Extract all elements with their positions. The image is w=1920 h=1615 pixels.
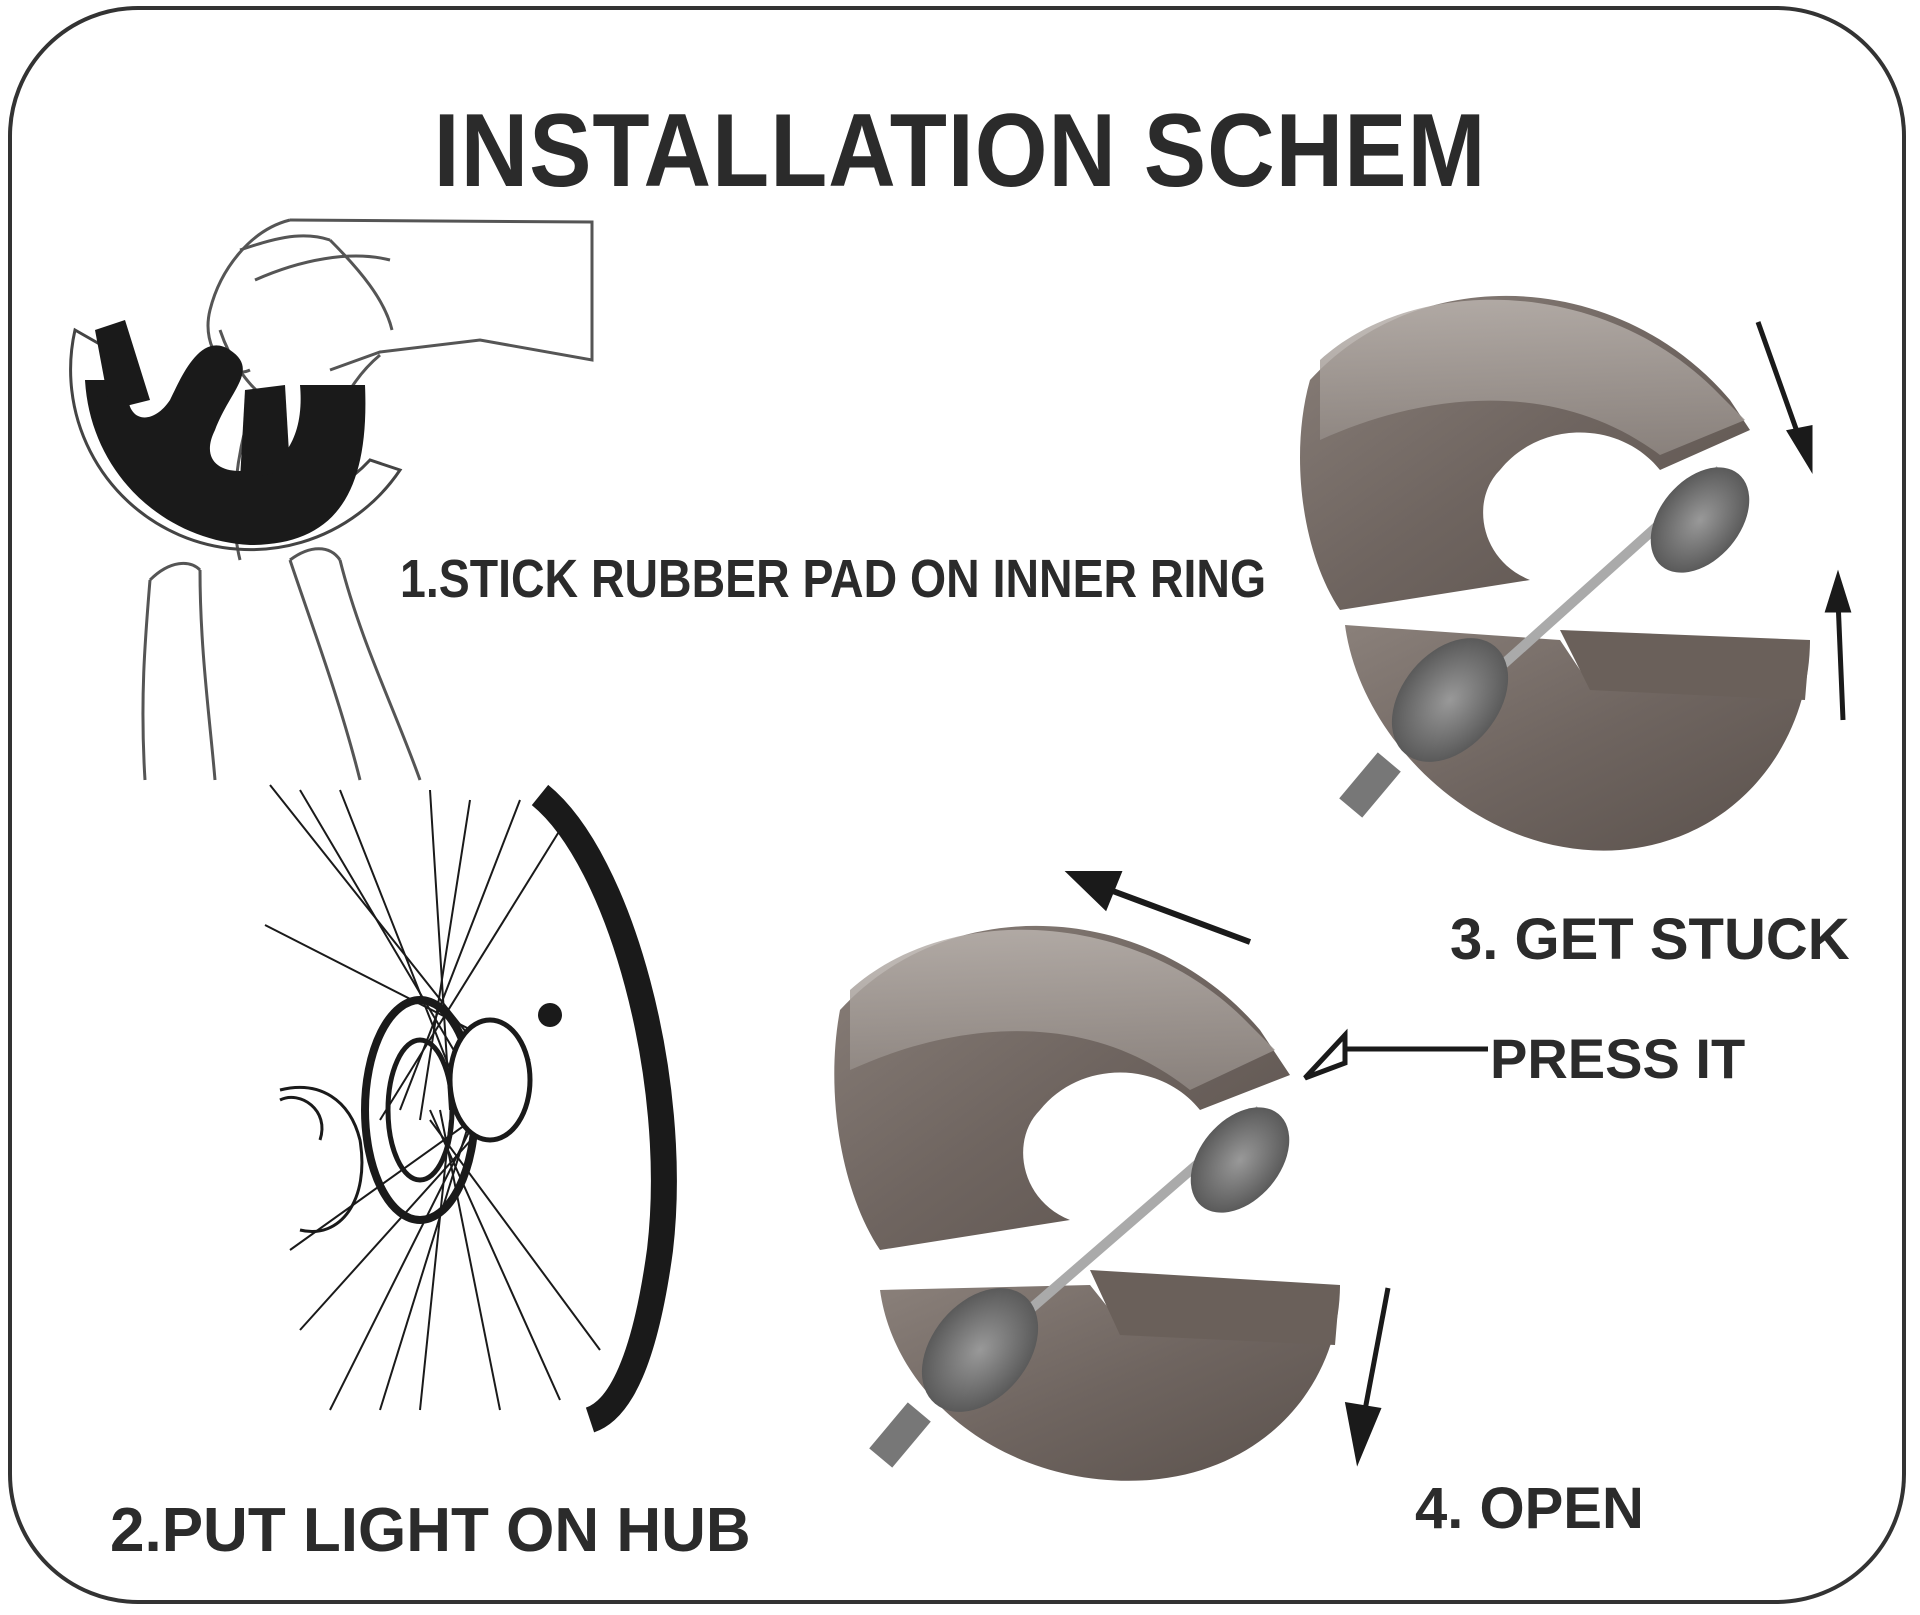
ring-pad-icon bbox=[69, 320, 403, 552]
hub-light-open-illustration bbox=[834, 925, 1340, 1481]
step-1-label: 1.STICK RUBBER PAD ON INNER RING bbox=[400, 549, 1267, 609]
press-arrow bbox=[1303, 1028, 1488, 1081]
press-it-label: PRESS IT bbox=[1490, 1027, 1746, 1090]
squeeze-arrows bbox=[1755, 321, 1852, 721]
step-3-label: 3. GET STUCK bbox=[1450, 907, 1850, 972]
hub-light-closed-illustration bbox=[1300, 295, 1810, 851]
arrow bbox=[1064, 871, 1252, 945]
wheel-hub-illustration bbox=[264, 784, 677, 1433]
step-4-label: 4. OPEN bbox=[1415, 1476, 1644, 1541]
page-title: INSTALLATION SCHEM bbox=[433, 93, 1487, 209]
step-2-label: 2.PUT LIGHT ON HUB bbox=[110, 1496, 751, 1565]
open-arrow bbox=[1344, 1287, 1391, 1467]
